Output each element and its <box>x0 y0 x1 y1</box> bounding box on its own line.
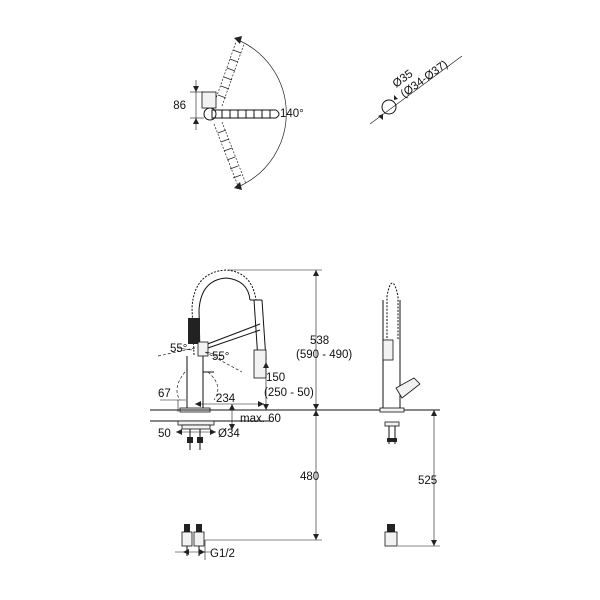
dim-480 <box>205 410 322 541</box>
dim-86 <box>190 80 204 130</box>
spring-coil <box>188 269 257 356</box>
dim-150-label: 150 <box>266 372 285 384</box>
dim-525 <box>398 409 440 547</box>
dim-67-label: 67 <box>158 388 171 400</box>
hole-circle <box>381 99 397 115</box>
dim-234 <box>195 401 264 407</box>
dim-480-label: 480 <box>300 471 319 483</box>
body-block <box>201 91 217 109</box>
side-view: 525 <box>379 282 440 547</box>
dim-538-range-label: (590 - 490) <box>296 349 352 361</box>
hole-view: Ø35 (Ø34-Ø37) <box>369 55 463 125</box>
spout-center <box>203 107 280 121</box>
angle-140-label: 140° <box>280 108 304 120</box>
dim-g12 <box>175 540 212 560</box>
dim-538 <box>228 269 322 410</box>
dim-234-label: 234 <box>216 393 236 405</box>
dim-150 <box>263 362 269 410</box>
arc-arrow-bottom <box>234 182 242 190</box>
swing-outline <box>157 347 243 401</box>
swivel-arc <box>237 39 287 187</box>
spout-lower <box>213 121 247 187</box>
angle-55-right-label: 55° <box>212 351 229 363</box>
dim-max60-label: max. 60 <box>240 413 281 425</box>
dim-50-label: 50 <box>158 428 171 440</box>
front-view: 538 (590 - 490) 480 150 (250 - 50) 234 <box>150 269 440 560</box>
dim-d34-label: Ø34 <box>218 428 240 440</box>
dim-max60 <box>229 404 235 430</box>
dim-67 <box>160 399 186 412</box>
top-view: 86 140° <box>173 36 304 190</box>
dim-538-label: 538 <box>310 335 329 347</box>
mounting-hardware <box>177 420 215 450</box>
spout-upper <box>213 41 245 107</box>
dim-g12-label: G1/2 <box>210 548 235 560</box>
dim-86-label: 86 <box>173 100 186 112</box>
dim-50 <box>176 429 216 435</box>
arc-arrow-top <box>234 36 242 44</box>
dim-525-label: 525 <box>418 475 437 487</box>
angle-55-left-label: 55° <box>170 343 187 355</box>
dim-150-range-label: (250 - 50) <box>264 387 314 399</box>
